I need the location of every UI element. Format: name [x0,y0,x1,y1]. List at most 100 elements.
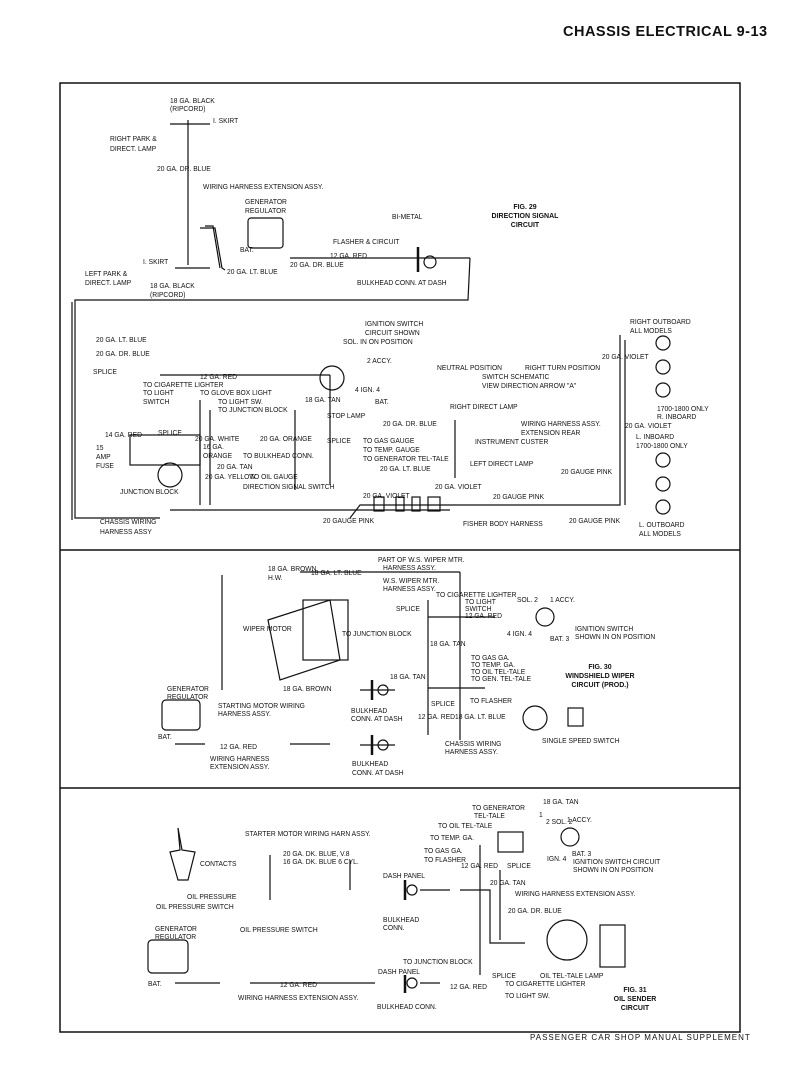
fig29-label: BAT. [375,397,389,406]
fig29-label: FUSE [96,461,114,470]
fig29-label: TO LIGHT SW. [218,397,263,406]
fig29-label: 20 GA. DR. BLUE [290,260,344,269]
fig31-label: OIL TEL-TALE LAMP [540,971,604,980]
fig31-label: 20 GA. DR. BLUE [508,906,562,915]
fig29-label: TO LIGHT [143,388,174,397]
fig30-label: HARNESS ASSY. [218,709,271,718]
fig31-label: BULKHEAD [383,915,420,924]
fig30-label: CONN. AT DASH [351,714,403,723]
fig30-label: TO GEN. TEL-TALE [471,674,532,683]
fig29-label: STOP LAMP [327,411,366,420]
fig29-label: SWITCH [143,397,170,406]
fig29-label: 20 GAUGE PINK [561,467,613,476]
fig30-label: TO JUNCTION BLOCK [342,629,412,638]
fig30-label: SPLICE [396,604,420,613]
fig29-label: CIRCUIT SHOWN [365,328,420,337]
fig29-label: AMP [96,452,111,461]
fig31-label: 12 GA. RED [461,861,498,870]
fig31-label: 20 GA. TAN [490,878,526,887]
fig31-label: TO CIGARETTE LIGHTER [505,979,586,988]
fig29-label: ALL MODELS [639,529,681,538]
fig30-label: SPLICE [431,699,455,708]
fig31-label: OIL PRESSURE [187,892,237,901]
fig29-label: 16 GA. [203,442,224,451]
fig29-label: BI-METAL [392,212,423,221]
fig30-label: 18 GA. BROWN [268,564,317,573]
fig30-label: 12 GA. RED [465,611,502,620]
fig31-label: OIL PRESSURE SWITCH [240,925,318,934]
fig29-label: 14 GA. RED [105,430,142,439]
fig29-label: 12 GA. RED [200,372,237,381]
fig29-label: 20 GA. LT. BLUE [380,464,431,473]
fig30-label: TO LIGHT [465,597,496,606]
fig29-label: 20 GAUGE PINK [569,516,621,525]
fig29-label: HARNESS ASSY [100,527,152,536]
fig30-caption-line: FIG. 30 [588,664,612,671]
fig29-label: JUNCTION BLOCK [120,487,179,496]
fig29-label: IGNITION SWITCH [365,319,424,328]
fig29-label: (RIPCORD) [170,104,206,113]
fig29-label: 20 GA. VIOLET [602,352,649,361]
fig31-label: 12 GA. RED [280,980,317,989]
fig29-label: GENERATOR [245,197,287,206]
fig31-label: SPLICE [492,971,516,980]
fig29-caption-line: CIRCUIT [510,222,540,229]
fig29-label: 20 GA. DR. BLUE [157,164,211,173]
fig29-label: DIRECT. LAMP [110,144,157,153]
fig31-label: TO GENERATOR [472,803,525,812]
fig31-label: 16 GA. DK. BLUE 6 CYL. [283,857,359,866]
fig29-label: TO OIL GAUGE [250,472,298,481]
fig29-label: 20 GA. YELLOW [205,472,256,481]
fig29-label: (RIPCORD) [150,290,186,299]
fig30-label: REGULATOR [167,692,209,701]
fig31-label: CONTACTS [200,859,237,868]
fig29-label: 12 GA. RED [330,251,367,260]
fig30-label: 12 GA. RED [418,712,455,721]
fig29-label: ALL MODELS [630,326,672,335]
fig29-label: 20 GA. TAN [217,462,253,471]
page-header: CHASSIS ELECTRICAL 9-13 [563,24,768,40]
fig29-label: TO GLOVE BOX LIGHT [200,388,272,397]
page-frame [59,82,741,1033]
fig30-label: 18 GA. LT. BLUE [311,568,362,577]
fig30-label: H.W. [268,573,283,582]
fig30-label: EXTENSION ASSY. [210,762,270,771]
fig30-label: STARTING MOTOR WIRING [218,701,305,710]
fig29-label: 20 GA. WHITE [195,434,240,443]
fig31-label: 2 SOL. 2 [546,817,573,826]
fig29-label: LEFT DIRECT LAMP [470,459,534,468]
fig29-label: EXTENSION REAR [521,428,581,437]
fig30-label: HARNESS ASSY. [383,584,436,593]
fig31-label: 1 [539,810,543,819]
fig29-label: I. SKIRT [143,257,169,266]
fig30-label: WIPER MOTOR [243,624,292,633]
fig31-label: GENERATOR [155,924,197,933]
fig29-label: 1700-1800 ONLY [657,404,709,413]
fig31-caption-line: OIL SENDER [613,996,657,1003]
fig29-label: SPLICE [158,428,182,437]
fig30-label: 12 GA. RED [220,742,257,751]
fig30-label: TO OIL TEL-TALE [471,667,526,676]
fig31-label: 12 GA. RED [450,982,487,991]
fig29-label: SPLICE [93,367,117,376]
fig30-label: BAT. 3 [550,634,570,643]
fig31-caption-line: CIRCUIT [620,1005,650,1012]
fig29-label: 18 GA. BLACK [150,281,195,290]
fig30-label: BAT. [158,732,172,741]
fig30-label: SOL. 2 [517,595,538,604]
fig29-label: TO GAS GAUGE [363,436,415,445]
fig29-label: CHASSIS WIRING [100,517,157,526]
fig29-label: REGULATOR [245,206,287,215]
fig29-label: 20 GAUGE PINK [493,492,545,501]
fig30-label: BULKHEAD [352,759,389,768]
fig30-label: BULKHEAD [351,706,388,715]
fig29-label: FLASHER & CIRCUIT [333,237,400,246]
fig29-label: 20 GA. DR. BLUE [383,419,437,428]
fig29-caption-line: FIG. 29 [513,204,537,211]
fig31-label: TO FLASHER [424,855,467,864]
fig29-label: NEUTRAL POSITION [437,363,503,372]
fig30-label: 18 GA. TAN [430,639,466,648]
fig30-label: IGNITION SWITCH [575,624,634,633]
fig29-label: RIGHT DIRECT LAMP [450,402,518,411]
